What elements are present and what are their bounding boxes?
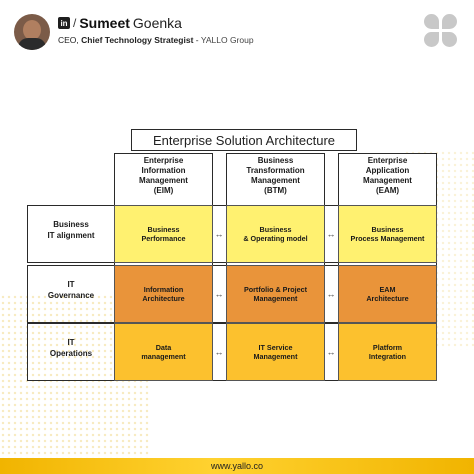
cell-platform-integration: Platform Integration (338, 323, 437, 381)
double-arrow-icon: ↔ (326, 347, 336, 357)
title-role: Chief Technology Strategist (81, 35, 194, 45)
linkedin-icon: in (58, 17, 70, 29)
column-header-eim: Enterprise Information Management (EIM) (114, 153, 213, 205)
cell-it-service-management: IT Service Management (226, 323, 325, 381)
row-label-business-it-alignment: Business IT alignment (47, 220, 95, 240)
yallo-logo-icon (424, 14, 458, 48)
double-arrow-icon: ↔ (214, 347, 224, 357)
title-prefix: CEO, (58, 35, 82, 45)
row-label-it-governance: IT Governance (47, 280, 95, 300)
author-name: in / Sumeet Goenka (58, 15, 182, 31)
avatar-body (18, 38, 46, 50)
cell-business-operating-model: Business & Operating model (226, 205, 325, 263)
double-arrow-icon: ↔ (214, 229, 224, 239)
cell-portfolio-project-management: Portfolio & Project Management (226, 265, 325, 323)
author-title: CEO, Chief Technology Strategist - YALLO… (58, 35, 254, 45)
double-arrow-icon: ↔ (326, 229, 336, 239)
cell-data-management: Data management (114, 323, 213, 381)
title-dash: - (193, 35, 201, 45)
double-arrow-icon: ↔ (214, 289, 224, 299)
name-separator: / (73, 16, 77, 30)
avatar-face (23, 20, 41, 40)
cell-business-process-management: Business Process Management (338, 205, 437, 263)
footer-url[interactable]: www.yallo.co (210, 461, 264, 471)
diagram-title: Enterprise Solution Architecture (131, 129, 357, 151)
cell-business-performance: Business Performance (114, 205, 213, 263)
row-label-it-operations: IT Operations (49, 338, 93, 358)
avatar (14, 14, 50, 50)
column-header-eam: Enterprise Application Management (EAM) (338, 153, 437, 205)
cell-information-architecture: Information Architecture (114, 265, 213, 323)
column-header-btm: Business Transformation Management (BTM) (226, 153, 325, 205)
author-last-name: Goenka (132, 15, 182, 31)
footer-bar: www.yallo.co (0, 458, 474, 474)
company-name: YALLO Group (200, 35, 254, 45)
author-first-name: Sumeet (79, 15, 130, 31)
double-arrow-icon: ↔ (326, 289, 336, 299)
cell-eam-architecture: EAM Architecture (338, 265, 437, 323)
